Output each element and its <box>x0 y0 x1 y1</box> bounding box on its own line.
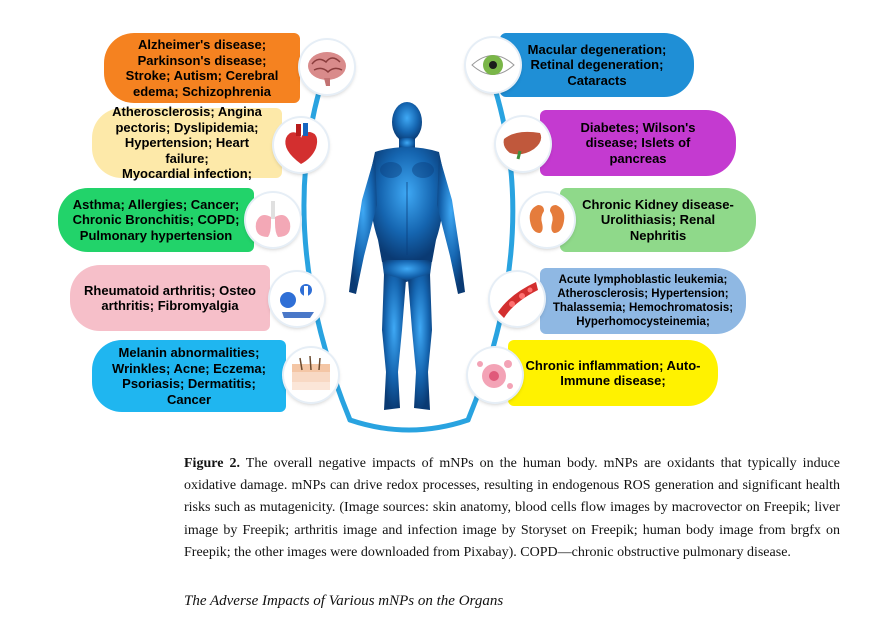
right-box-liver: Diabetes; Wilson's disease; Islets of pa… <box>540 110 736 176</box>
figure-diagram: Alzheimer's disease; Parkinson's disease… <box>58 33 756 433</box>
arthritis-icon <box>270 272 324 326</box>
left-box-lungs: Asthma; Allergies; Cancer; Chronic Bronc… <box>58 188 254 252</box>
left-box-skin: Melanin abnormalities; Wrinkles; Acne; E… <box>92 340 286 412</box>
blood-cells-icon <box>490 272 544 326</box>
right-box-infection: Chronic inflammation; Auto- Immune disea… <box>508 340 718 406</box>
ring-top-arc <box>332 36 482 52</box>
figure-caption-text: The overall negative impacts of mNPs on … <box>184 456 840 560</box>
eye-icon <box>466 38 520 92</box>
figure-label: Figure 2. <box>184 456 240 471</box>
brain-icon <box>300 40 354 94</box>
skin-icon <box>284 348 338 402</box>
section-heading: The Adverse Impacts of Various mNPs on t… <box>184 593 504 609</box>
left-box-arthritis: Rheumatoid arthritis; Osteo arthritis; F… <box>70 265 270 331</box>
right-box-eye: Macular degeneration; Retinal degenerati… <box>500 33 694 97</box>
heart-icon <box>274 118 328 172</box>
infection-icon <box>468 348 522 402</box>
left-box-heart: Atherosclerosis; Angina pectoris; Dyslip… <box>92 104 282 181</box>
liver-icon <box>496 117 550 171</box>
left-box-brain: Alzheimer's disease; Parkinson's disease… <box>104 33 300 103</box>
kidney-icon <box>520 193 574 247</box>
ring-frame <box>301 36 516 433</box>
lungs-icon <box>246 193 300 247</box>
right-box-kidney: Chronic Kidney disease- Urolithiasis; Re… <box>560 188 756 252</box>
ring-bottom-arc <box>347 417 471 433</box>
figure-caption: Figure 2. The overall negative impacts o… <box>184 453 840 564</box>
human-body-icon <box>349 102 465 410</box>
right-box-blood: Acute lymphoblastic leukemia; Atheroscle… <box>540 268 746 334</box>
